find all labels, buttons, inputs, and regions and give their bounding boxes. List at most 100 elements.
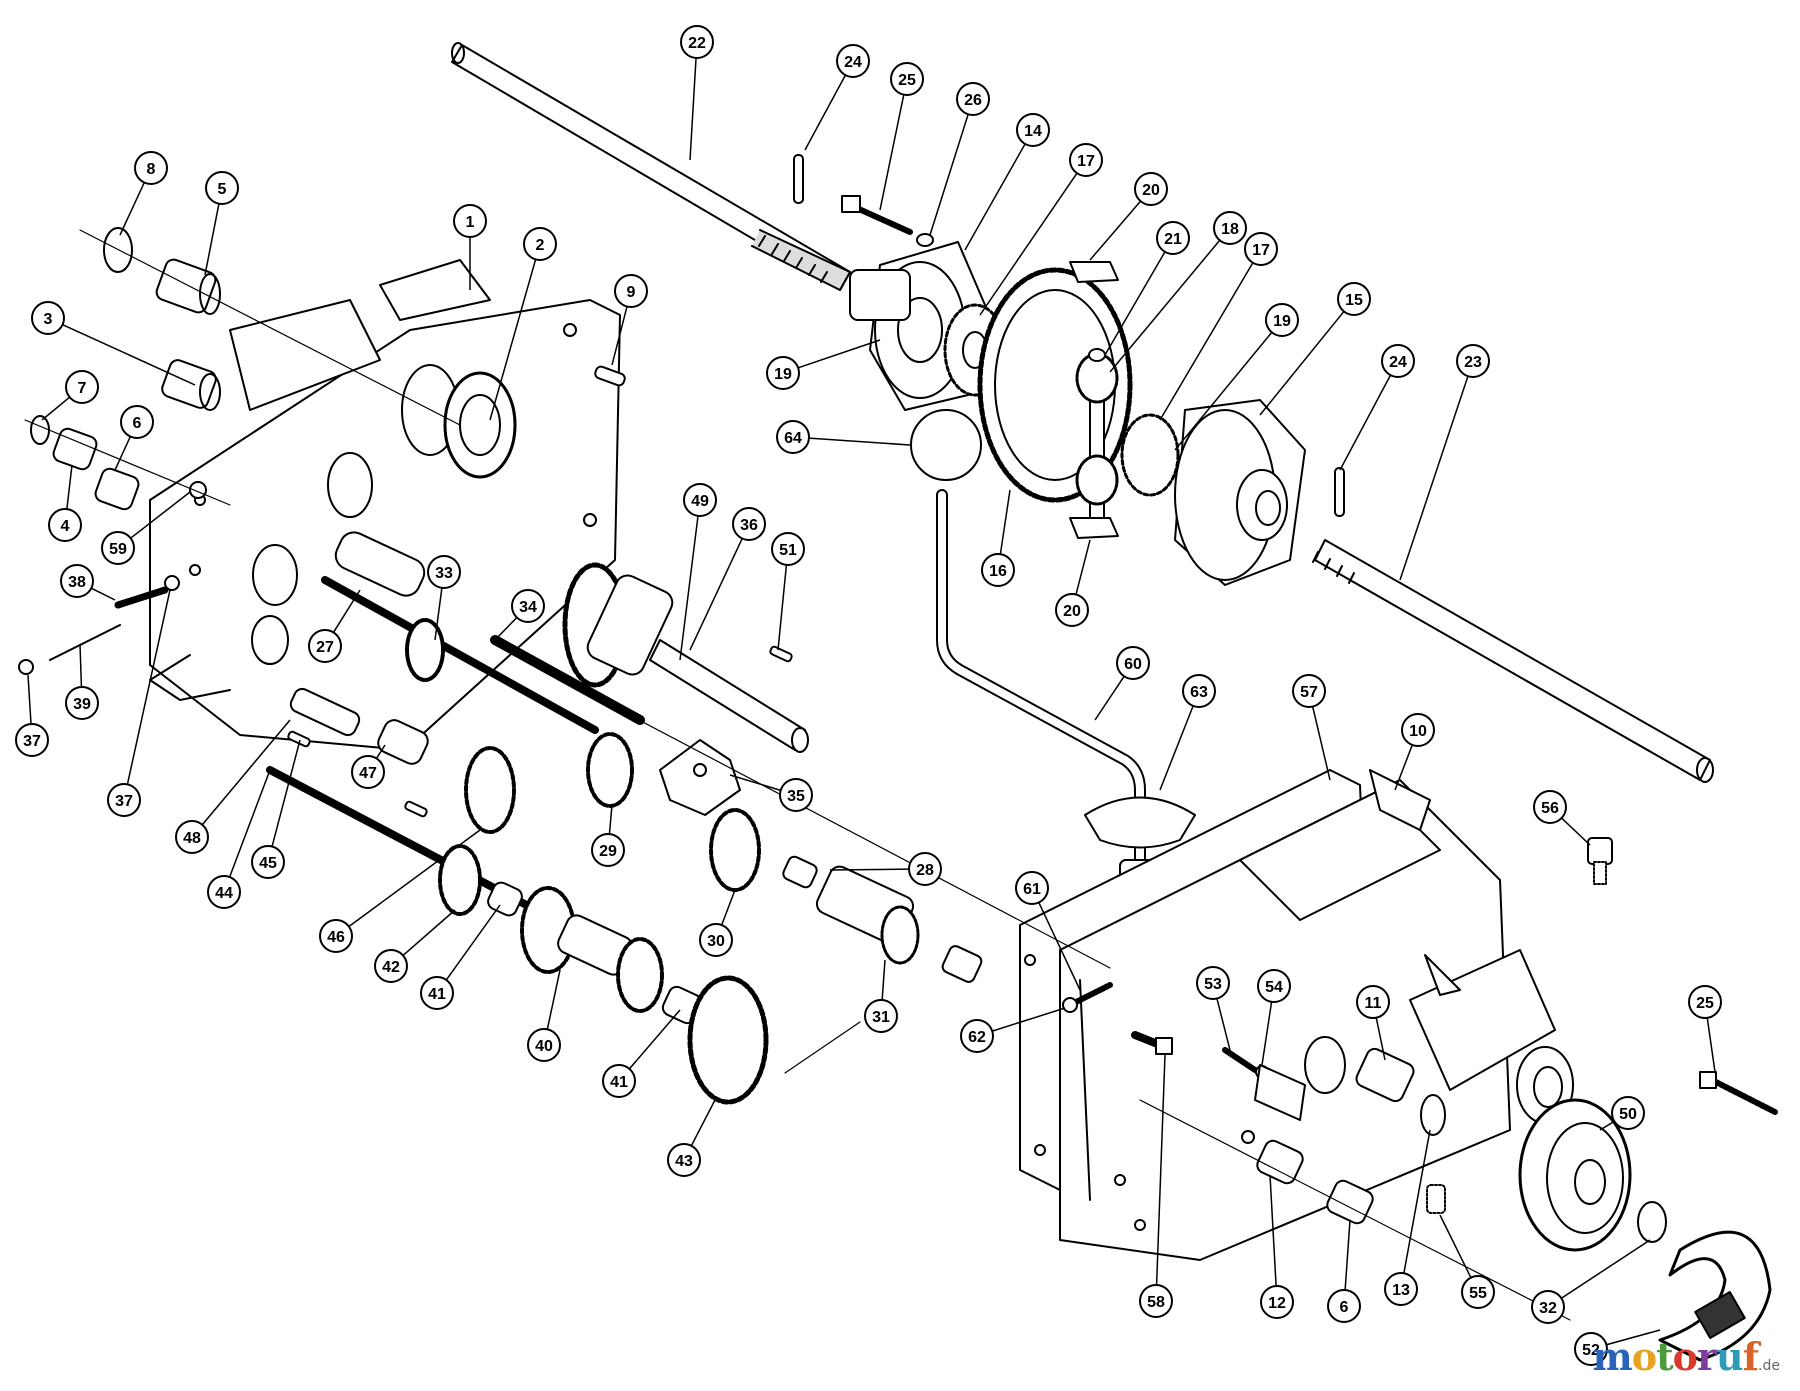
callout-37b: 37 [107, 783, 141, 817]
callout-circle [1196, 966, 1230, 1000]
leader-line-25a [879, 94, 905, 211]
callout-53: 53 [1196, 966, 1230, 1000]
callout-label: 20 [1142, 182, 1160, 199]
callout-7: 7 [65, 370, 99, 404]
leader-line-23 [1399, 375, 1469, 581]
callout-31: 31 [864, 999, 898, 1033]
callout-circle [205, 171, 239, 205]
callout-47: 47 [351, 755, 385, 789]
callout-29: 29 [591, 833, 625, 867]
watermark-letter: r [1697, 1334, 1717, 1379]
leader-line-27 [332, 589, 361, 633]
callout-20a: 20 [1134, 172, 1168, 206]
callout-label: 25 [898, 72, 916, 89]
callout-19b: 19 [1265, 303, 1299, 337]
callout-label: 59 [109, 541, 127, 558]
differential-case-left [849, 241, 986, 411]
leader-line-41a [445, 904, 501, 981]
watermark-letter: m [1592, 1334, 1633, 1379]
callout-18: 18 [1213, 211, 1247, 245]
leader-line-53 [1216, 998, 1231, 1051]
bushing-28b [941, 945, 983, 983]
callout-label: 12 [1268, 1295, 1286, 1312]
callout-label: 61 [1023, 881, 1041, 898]
callout-48: 48 [175, 820, 209, 854]
leader-line-19a [797, 339, 881, 369]
leader-line-18 [1109, 239, 1221, 373]
leader-line-4 [66, 464, 73, 510]
callout-57: 57 [1292, 674, 1326, 708]
callout-6b: 6 [1327, 1289, 1361, 1323]
callout-circle [48, 508, 82, 542]
bolt-top [841, 195, 913, 235]
bearing-4 [52, 427, 98, 471]
callout-label: 62 [968, 1029, 986, 1046]
callout-16: 16 [981, 553, 1015, 587]
leader-line-22 [689, 57, 697, 161]
callout-circle [1134, 172, 1168, 206]
bolt-right [1699, 1071, 1778, 1115]
leader-line-50 [1599, 1120, 1615, 1131]
shift-shaft-27 [321, 531, 599, 734]
callout-label: 51 [779, 542, 797, 559]
callout-label: 31 [872, 1009, 890, 1026]
callout-64: 64 [776, 420, 810, 454]
callout-26: 26 [956, 82, 990, 116]
gear-30 [709, 808, 761, 892]
callout-label: 49 [691, 493, 709, 510]
callout-label: 23 [1464, 354, 1482, 371]
leader-line-17b [1159, 262, 1254, 421]
callout-label: 44 [215, 885, 233, 902]
callout-label: 18 [1221, 221, 1239, 238]
leader-line-37b [126, 589, 171, 785]
callout-circle [1213, 211, 1247, 245]
callout-61: 61 [1015, 871, 1049, 905]
callout-label: 13 [1392, 1282, 1410, 1299]
callout-circle [107, 783, 141, 817]
callout-27: 27 [308, 629, 342, 663]
leader-line-51 [777, 564, 788, 651]
leader-line-37a [27, 674, 32, 725]
callout-circle [453, 204, 487, 238]
callout-15: 15 [1337, 282, 1371, 316]
bearing-5 [155, 258, 221, 315]
callout-label: 55 [1469, 1285, 1487, 1302]
callout-circle [101, 531, 135, 565]
callout-6a: 6 [120, 405, 154, 439]
detent-pin-39 [49, 624, 121, 661]
leader-line-44 [228, 769, 271, 878]
callout-label: 50 [1619, 1106, 1637, 1123]
callout-circle [251, 845, 285, 879]
callout-label: 60 [1124, 656, 1142, 673]
transmission-case-left [149, 259, 621, 751]
callout-2: 2 [523, 227, 557, 261]
callout-circle [956, 82, 990, 116]
callout-label: 45 [259, 855, 277, 872]
callout-55: 55 [1461, 1275, 1495, 1309]
callout-25b: 25 [1688, 985, 1722, 1019]
leader-line-32 [1560, 1239, 1651, 1299]
shaft-31 [815, 865, 920, 965]
leader-line-35 [729, 774, 781, 792]
callout-label: 26 [964, 92, 982, 109]
callout-circle [1461, 1275, 1495, 1309]
leader-line-8 [119, 182, 145, 236]
callout-21: 21 [1156, 221, 1190, 255]
callout-38: 38 [60, 564, 94, 598]
callout-circle [319, 919, 353, 953]
callout-circle [1381, 344, 1415, 378]
leader-line-9 [611, 306, 628, 366]
callout-circle [1327, 1289, 1361, 1323]
bushing-12 [1256, 1139, 1304, 1185]
callout-circle [511, 589, 545, 623]
shaft-48 [289, 687, 361, 737]
callout-43: 43 [667, 1143, 701, 1177]
callout-circle [420, 976, 454, 1010]
leader-line-47 [375, 744, 386, 759]
callout-label: 28 [916, 862, 934, 879]
callout-circle [175, 820, 209, 854]
callout-63: 63 [1182, 674, 1216, 708]
callout-12: 12 [1260, 1285, 1294, 1319]
leader-line-5 [204, 203, 220, 276]
callout-44: 44 [207, 875, 241, 909]
